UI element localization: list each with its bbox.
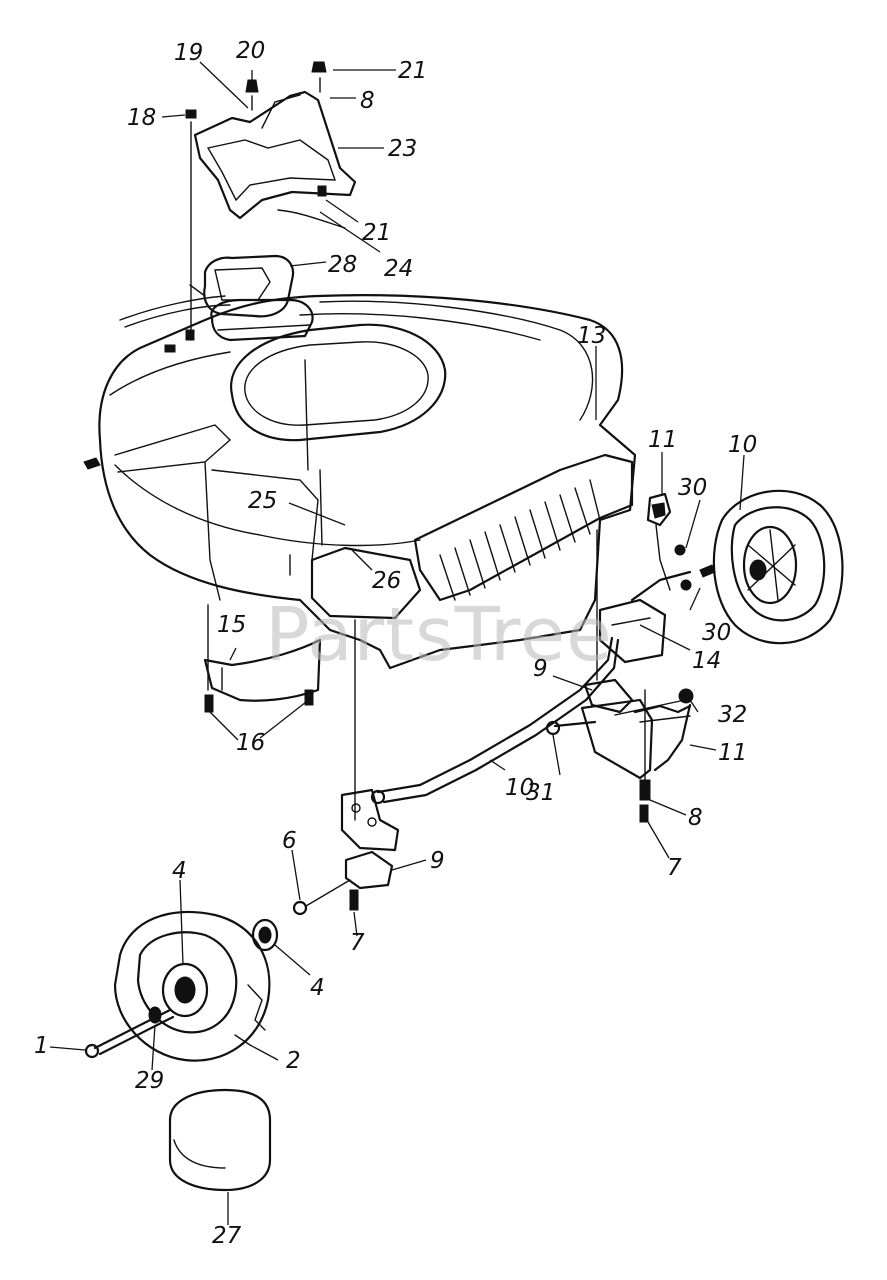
hub-cap xyxy=(168,1088,272,1192)
callout-17: 15 xyxy=(217,612,246,638)
callout-24: 24 xyxy=(384,256,413,282)
callout-9-lower: 9 xyxy=(430,848,445,874)
mower-deck xyxy=(83,294,637,670)
watermark-text: PartsTree xyxy=(265,592,613,678)
rear-bracket xyxy=(203,638,322,713)
callout-19: 19 xyxy=(174,40,203,66)
assembly-lines xyxy=(190,95,646,821)
callout-16: 16 xyxy=(236,730,265,756)
callout-2: 2 xyxy=(286,1048,301,1074)
callout-25: 25 xyxy=(248,488,277,514)
height-bracket-right xyxy=(545,678,694,823)
front-left-wheel xyxy=(84,910,279,1062)
callout-23: 23 xyxy=(388,136,417,162)
callout-32: 32 xyxy=(718,702,747,728)
callout-15: 13 xyxy=(577,323,606,349)
axle-rod xyxy=(370,636,620,805)
callout-4-top: 4 xyxy=(172,858,187,884)
callout-10: 10 xyxy=(505,775,534,801)
callout-27: 27 xyxy=(212,1223,242,1249)
callout-6: 6 xyxy=(282,828,297,854)
callout-4-right: 4 xyxy=(310,975,325,1001)
callout-14: 14 xyxy=(692,648,721,674)
callout-labels: 18 19 20 21 8 23 21 24 28 13 11 10 30 30… xyxy=(34,38,757,1249)
callout-1: 1 xyxy=(34,1033,49,1059)
callout-21-top: 21 xyxy=(398,58,427,84)
callout-7-right: 7 xyxy=(667,855,682,881)
callout-8-bottom: 8 xyxy=(688,805,703,831)
callout-7-left: 7 xyxy=(350,930,365,956)
rear-right-wheel xyxy=(598,489,844,664)
callout-21-mid: 21 xyxy=(362,220,391,246)
callout-26: 26 xyxy=(372,568,401,594)
callout-31: 31 xyxy=(526,780,555,806)
height-bracket-left xyxy=(292,788,400,916)
callout-18: 18 xyxy=(127,105,156,131)
callout-8-top: 8 xyxy=(360,88,375,114)
callout-11: 11 xyxy=(718,740,747,766)
callout-9-upper: 9 xyxy=(533,656,548,682)
callout-30-bottom: 30 xyxy=(702,620,731,646)
callout-13: 11 xyxy=(648,427,677,453)
callout-30-top: 30 xyxy=(678,475,707,501)
callout-12: 10 xyxy=(728,432,757,458)
callout-leaders xyxy=(49,61,745,1225)
engine-mount-assembly xyxy=(119,61,357,353)
callout-20: 20 xyxy=(236,38,265,64)
callout-28: 28 xyxy=(328,252,357,278)
callout-29: 29 xyxy=(135,1068,164,1094)
